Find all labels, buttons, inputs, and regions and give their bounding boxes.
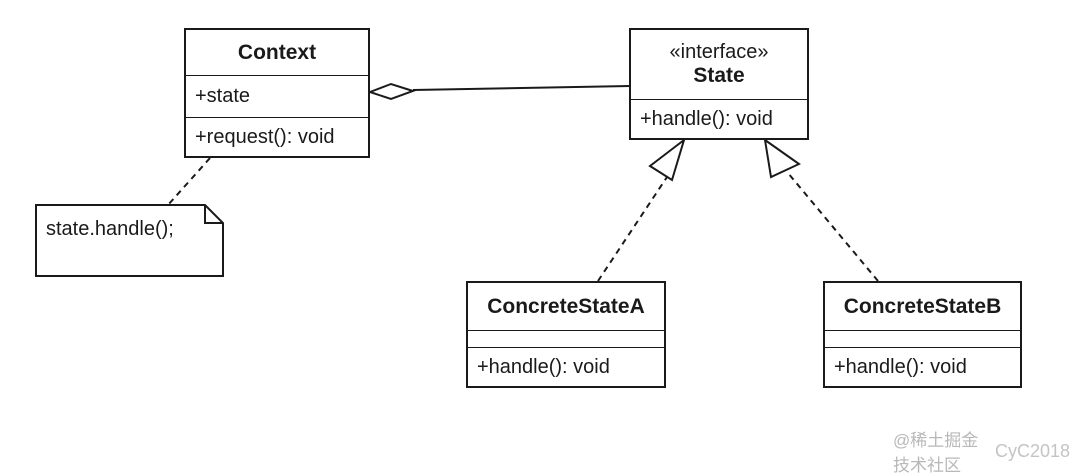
class-concrete-state-b-attributes [825, 331, 1020, 348]
class-context-operation: +request(): void [195, 125, 335, 148]
diagram-connectors [35, 82, 879, 282]
class-concrete-state-b-operations: +handle(): void [825, 348, 1020, 386]
class-concrete-state-a-name: ConcreteStateA [487, 294, 645, 318]
note-fold [204, 205, 223, 224]
class-concrete-state-a-attributes [468, 331, 664, 348]
note-shape [35, 204, 224, 277]
class-context[interactable]: Context +state +request(): void [184, 28, 370, 158]
note-anchor-line [167, 157, 211, 206]
class-concrete-state-a-header: ConcreteStateA [468, 283, 664, 331]
class-context-header: Context [186, 30, 368, 76]
class-concrete-state-b[interactable]: ConcreteStateB +handle(): void [823, 281, 1022, 388]
class-state-header: «interface» State [631, 30, 807, 100]
class-concrete-state-a-operations: +handle(): void [468, 348, 664, 386]
class-context-operations: +request(): void [186, 118, 368, 156]
class-state-stereotype: «interface» [669, 41, 769, 63]
class-state-interface[interactable]: «interface» State +handle(): void [629, 28, 809, 140]
realization-arrowhead-a [648, 137, 686, 182]
watermark: @稀土掘金技术社区 CyC2018 [893, 426, 1070, 476]
note-text: state.handle(); [46, 218, 174, 240]
class-concrete-state-a[interactable]: ConcreteStateA +handle(): void [466, 281, 666, 388]
realization-arrowhead-b [763, 137, 801, 179]
realization-line-b [787, 172, 879, 282]
class-concrete-state-b-header: ConcreteStateB [825, 283, 1020, 331]
class-context-attributes: +state [186, 76, 368, 118]
aggregation-diamond [367, 82, 417, 101]
class-context-name: Context [237, 40, 317, 64]
watermark-logo-text: CyC2018 [994, 440, 1070, 461]
class-context-attribute: +state [195, 85, 251, 107]
class-concrete-state-a-operation: +handle(): void [477, 355, 610, 378]
class-state-name: State [693, 64, 745, 87]
class-concrete-state-b-name: ConcreteStateB [843, 294, 1002, 318]
realization-line-a [597, 173, 670, 282]
class-concrete-state-b-operation: +handle(): void [834, 355, 967, 378]
watermark-text: @稀土掘金技术社区 [893, 431, 979, 475]
class-state-operations: +handle(): void [631, 100, 807, 138]
class-state-operation: +handle(): void [640, 107, 773, 130]
aggregation-line [412, 85, 631, 91]
